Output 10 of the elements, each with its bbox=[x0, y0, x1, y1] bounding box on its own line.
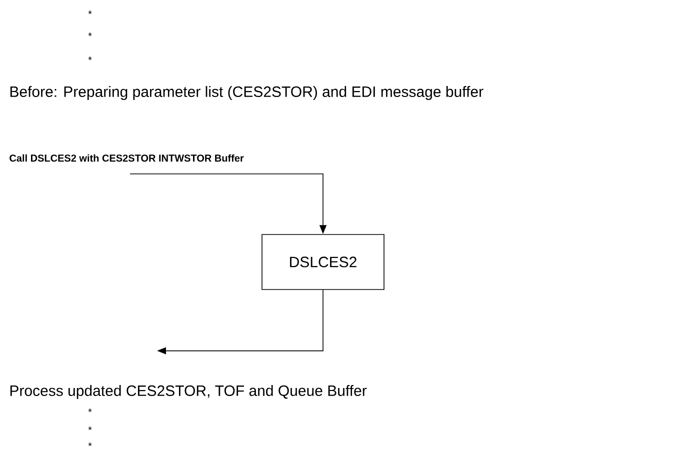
process-box: DSLCES2 bbox=[262, 234, 384, 290]
asterisk: * bbox=[88, 408, 92, 412]
note-text: Before: Preparing parameter list (CES2STOR) and EDI message buffer bbox=[10, 86, 484, 100]
asterisk: * bbox=[88, 442, 92, 446]
asterisk: * bbox=[88, 32, 92, 36]
asterisk: * bbox=[88, 426, 92, 430]
asterisk: * bbox=[88, 56, 92, 60]
heading-text: Call DSLCES2 with CES2STOR INTWSTOR Buffer bbox=[10, 154, 244, 162]
asterisk: * bbox=[88, 10, 92, 14]
body-text: Process updated CES2STOR, TOF and Queue Buffer bbox=[10, 385, 367, 399]
